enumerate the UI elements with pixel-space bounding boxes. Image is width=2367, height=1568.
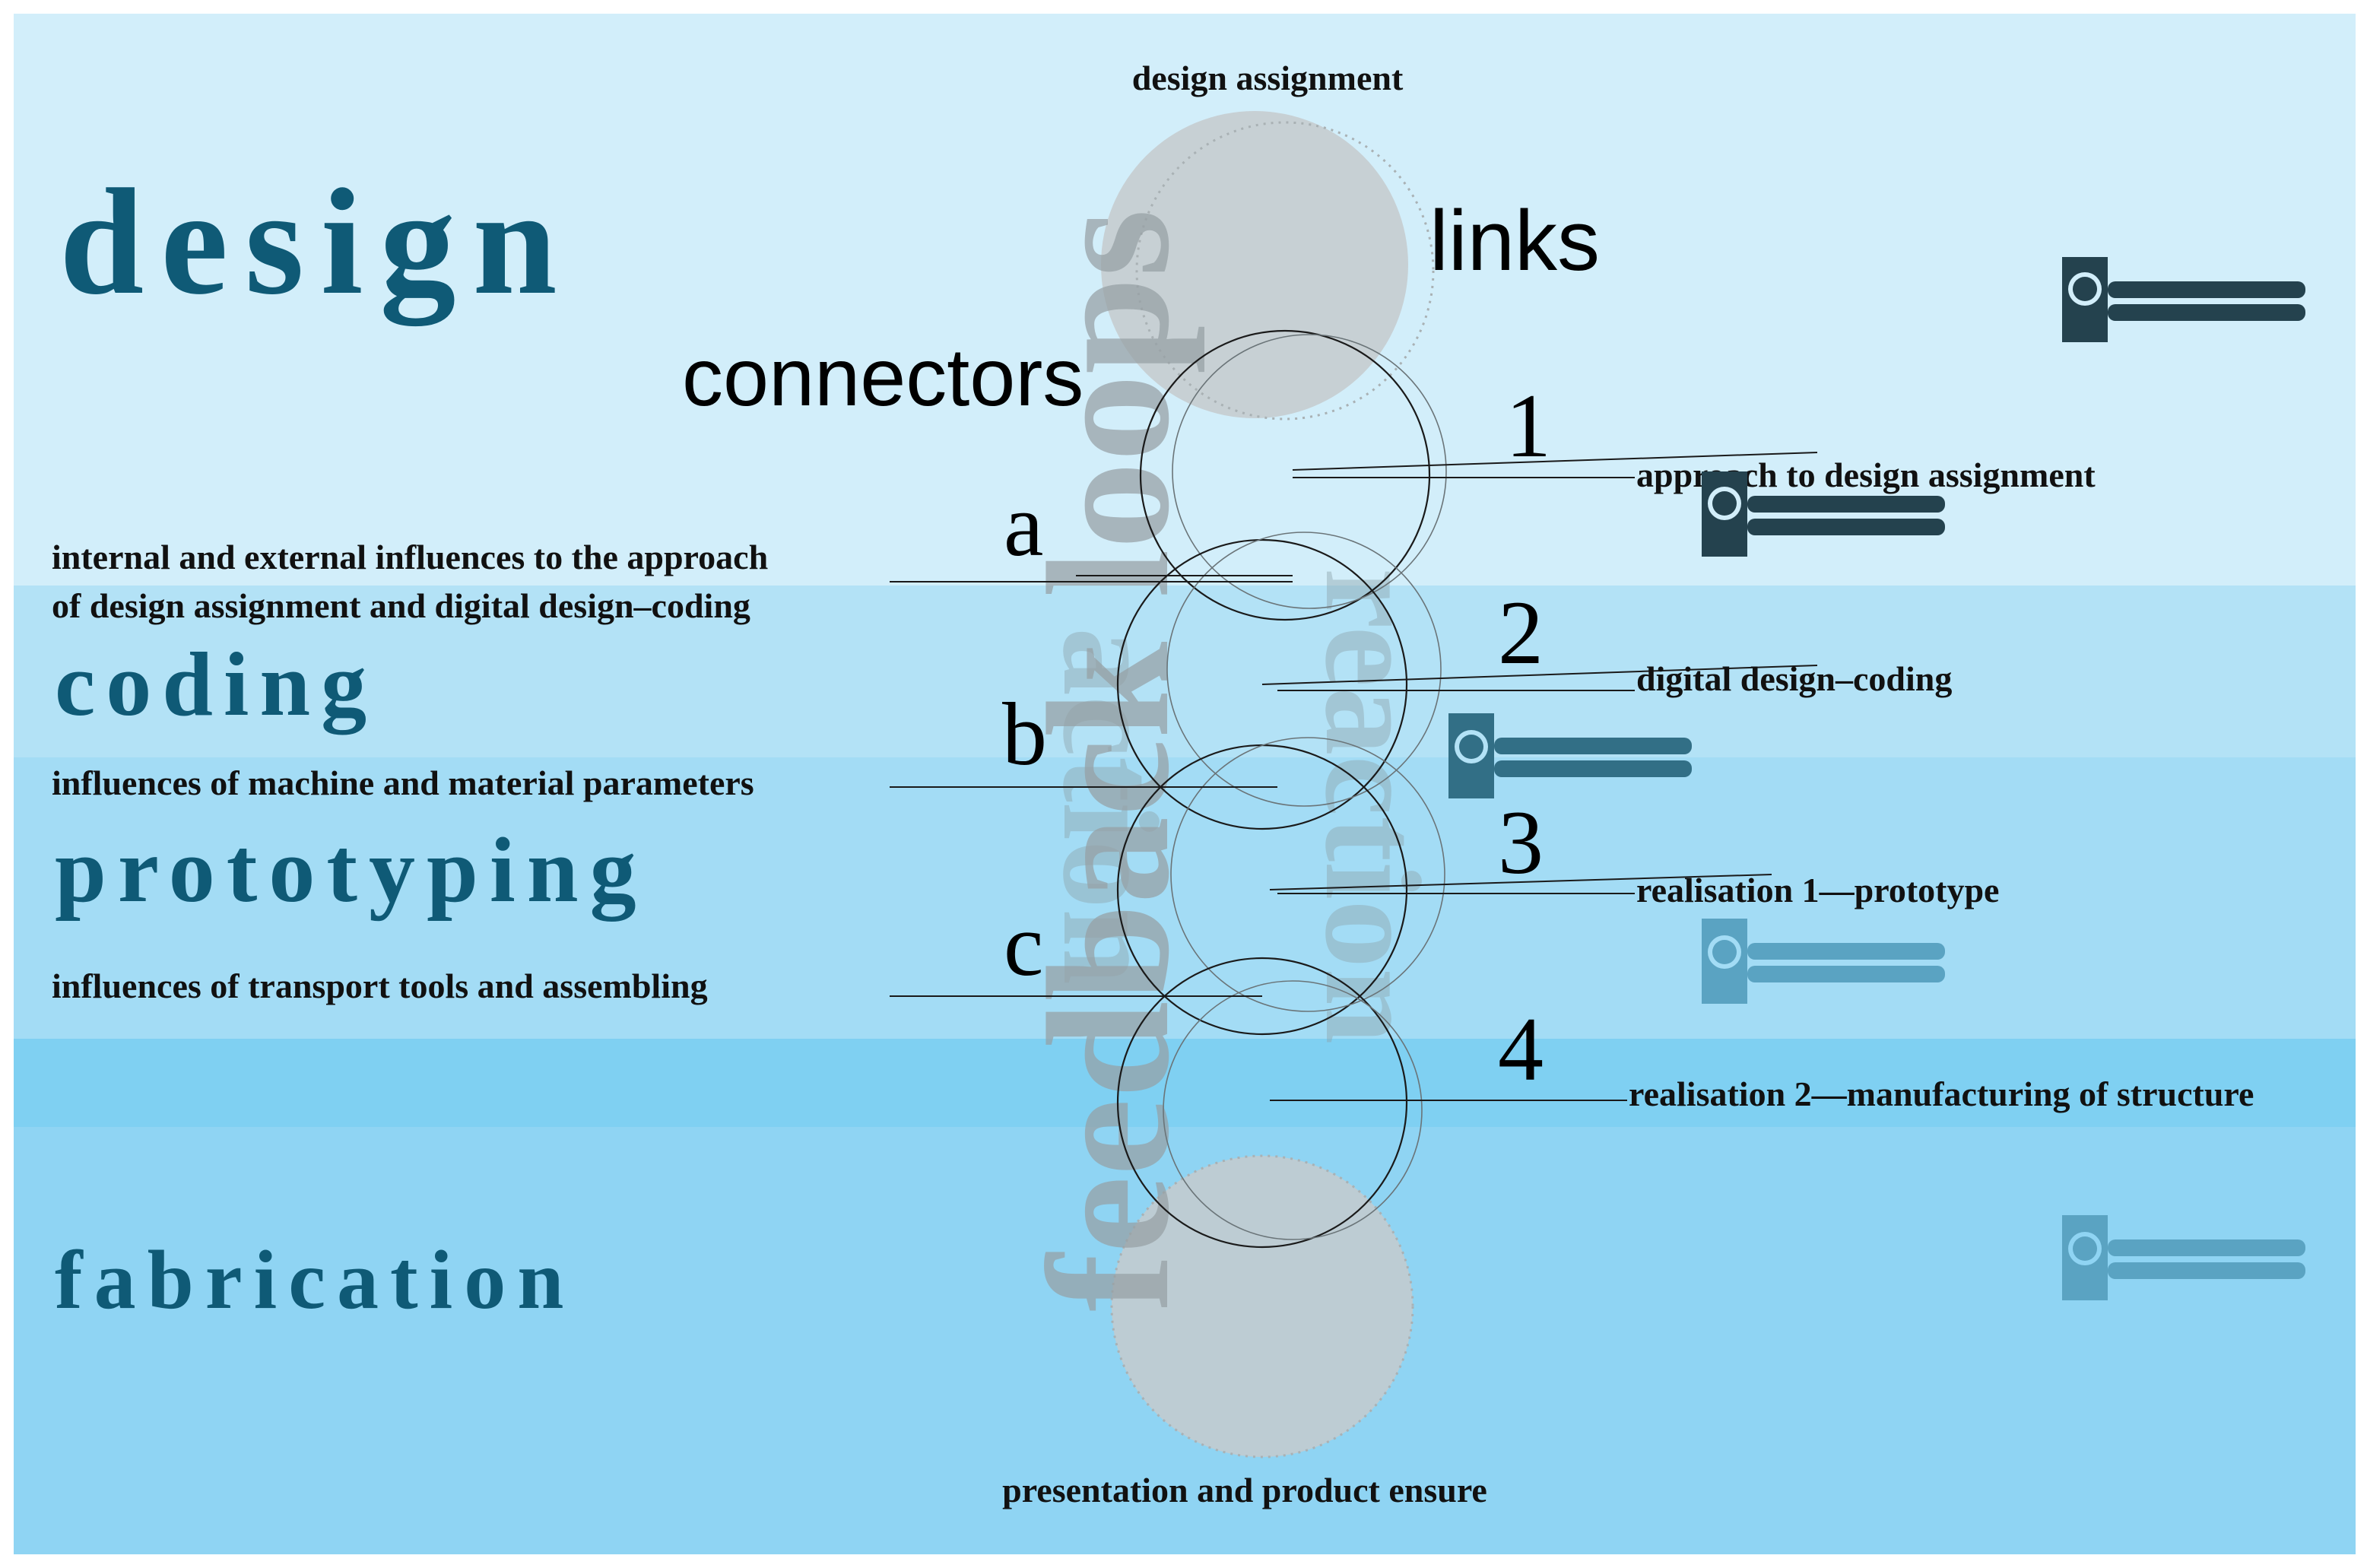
pictogram-icon <box>1448 713 1692 798</box>
connector-text-b: influences of machine and material param… <box>52 763 754 802</box>
loop-circle-2 <box>1116 538 1408 830</box>
loop-circle-1 <box>1139 329 1431 621</box>
connector-text-a-line2: of design assignment and digital design–… <box>52 586 750 625</box>
phase-fabrication: fabrication <box>55 1233 575 1326</box>
top-label: design assignment <box>1132 59 1404 97</box>
ghost-circle-top-dotted <box>1135 121 1435 421</box>
connector-letter-a: a <box>1004 475 1043 575</box>
links-heading: links <box>1429 193 1600 288</box>
loop-circle-1-inner <box>1172 334 1447 609</box>
link-list: 1 approach to design assignment 2 digita… <box>1498 375 2254 1113</box>
pictogram-icon <box>1702 919 1945 1004</box>
band-coding <box>14 586 2356 757</box>
loop-circle-4 <box>1116 957 1408 1249</box>
connectors-heading: connectors <box>682 331 1084 423</box>
loop-circle-2-inner <box>1166 532 1442 807</box>
connector-text-c: influences of transport tools and assemb… <box>52 967 708 1005</box>
feedback-loops-word: feedback loops <box>1011 209 1205 1312</box>
connector-letter-b: b <box>1002 684 1047 784</box>
pictogram-icon <box>1702 471 1945 557</box>
loop-circle-3-inner <box>1170 737 1445 1012</box>
pictograms <box>1448 257 2305 1300</box>
link-text-4: realisation 2—manufacturing of structure <box>1629 1074 2254 1113</box>
pictogram-icon <box>2062 1215 2305 1300</box>
phase-titles: design coding prototyping fabrication <box>55 158 648 1326</box>
connector-text-a-line1: internal and external influences to the … <box>52 538 768 576</box>
loop-circle-4-inner <box>1163 980 1423 1240</box>
connector-letter-c: c <box>1004 895 1043 995</box>
link-text-3: realisation 1—prototype <box>1636 871 1999 909</box>
leader-line-1 <box>1292 452 1818 471</box>
leader-lines <box>890 452 1818 1101</box>
link-text-2: digital design–coding <box>1636 659 1952 698</box>
action-word: action <box>1035 627 1186 985</box>
band-prototyping <box>14 757 2356 1039</box>
phase-prototyping: prototyping <box>55 819 648 922</box>
link-number-1: 1 <box>1506 375 1551 476</box>
pictogram-icon <box>2062 257 2305 342</box>
connector-list: a internal and external influences to th… <box>52 475 1047 1005</box>
vertical-words: action reaction feedback loops <box>1011 209 1448 1312</box>
loop-circles <box>1116 329 1447 1249</box>
phase-design: design <box>59 158 574 326</box>
leader-line-2 <box>1261 665 1818 685</box>
ghost-circle-top <box>1101 111 1408 418</box>
phase-coding: coding <box>55 633 377 735</box>
link-number-4: 4 <box>1498 998 1544 1100</box>
leader-line-3 <box>1269 874 1772 890</box>
ghost-circle-bottom-dotted <box>1110 1154 1414 1458</box>
link-number-2: 2 <box>1498 582 1544 683</box>
bottom-label: presentation and product ensure <box>1002 1471 1487 1509</box>
reaction-word: reaction <box>1297 568 1448 1044</box>
link-number-3: 3 <box>1498 792 1544 893</box>
band-strip <box>14 1039 2356 1127</box>
